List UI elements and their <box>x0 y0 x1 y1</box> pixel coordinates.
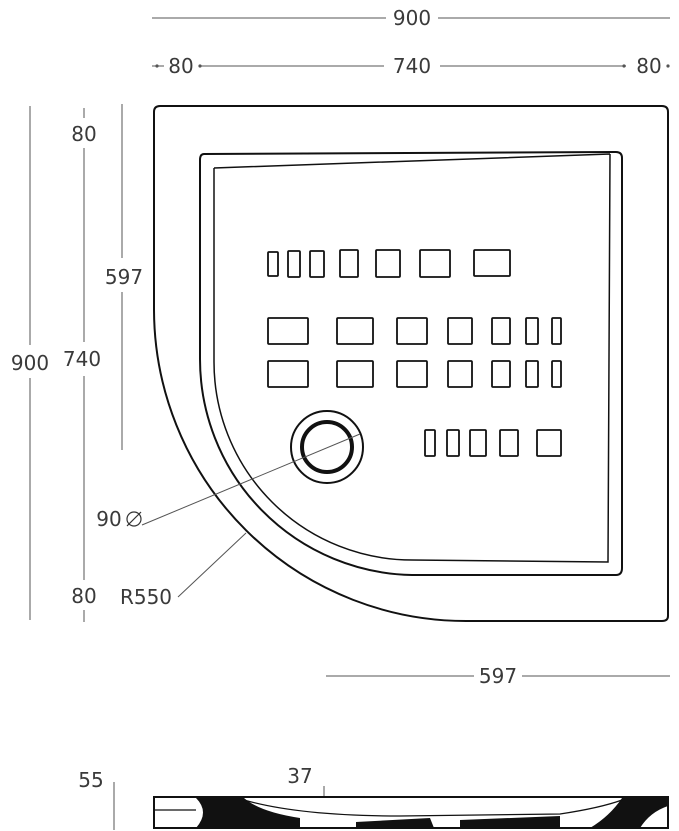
dim-left-top-rim-label: 80 <box>71 122 96 146</box>
dim-profile-depth: 37 <box>287 764 325 826</box>
dim-drain-horizontal: 597 <box>326 664 670 688</box>
dim-left-total-label: 900 <box>11 351 49 375</box>
profile-inner-line <box>154 799 623 817</box>
drain <box>290 410 364 484</box>
dim-left-bottom-rim-label: 80 <box>71 584 96 608</box>
dim-left-total: 900 <box>11 106 49 620</box>
dim-top-left-rim-label: 80 <box>168 54 193 78</box>
dim-drain-horizontal-label: 597 <box>479 664 517 688</box>
dim-left-inner-label: 740 <box>63 347 101 371</box>
dim-drain-vertical-label: 597 <box>105 265 143 289</box>
dim-profile-height-label: 55 <box>78 768 103 792</box>
dim-top-segments: 80 740 80 <box>152 54 670 78</box>
profile-section-fill <box>196 798 668 828</box>
dim-profile-height: 55 <box>78 768 115 830</box>
tray-side-profile: 55 37 <box>78 764 669 830</box>
dim-radius-label: R550 <box>120 585 172 609</box>
dim-radius: R550 <box>120 532 247 609</box>
dim-left-segments: 80 740 80 <box>63 108 101 622</box>
dim-top-total-label: 900 <box>393 6 431 30</box>
dim-drain-diameter-label: 90 <box>96 507 121 531</box>
dim-drain-vertical: 597 <box>105 104 143 450</box>
dim-top-right-rim-label: 80 <box>636 54 661 78</box>
tray-plan-view <box>153 105 669 623</box>
dim-top-total: 900 <box>152 6 670 30</box>
dim-top-inner-label: 740 <box>393 54 431 78</box>
anti-slip-slots <box>267 249 562 457</box>
dim-profile-depth-label: 37 <box>287 764 312 788</box>
tray-basin-bevel <box>213 153 611 563</box>
dim-drain-diameter: 90 <box>96 433 361 531</box>
